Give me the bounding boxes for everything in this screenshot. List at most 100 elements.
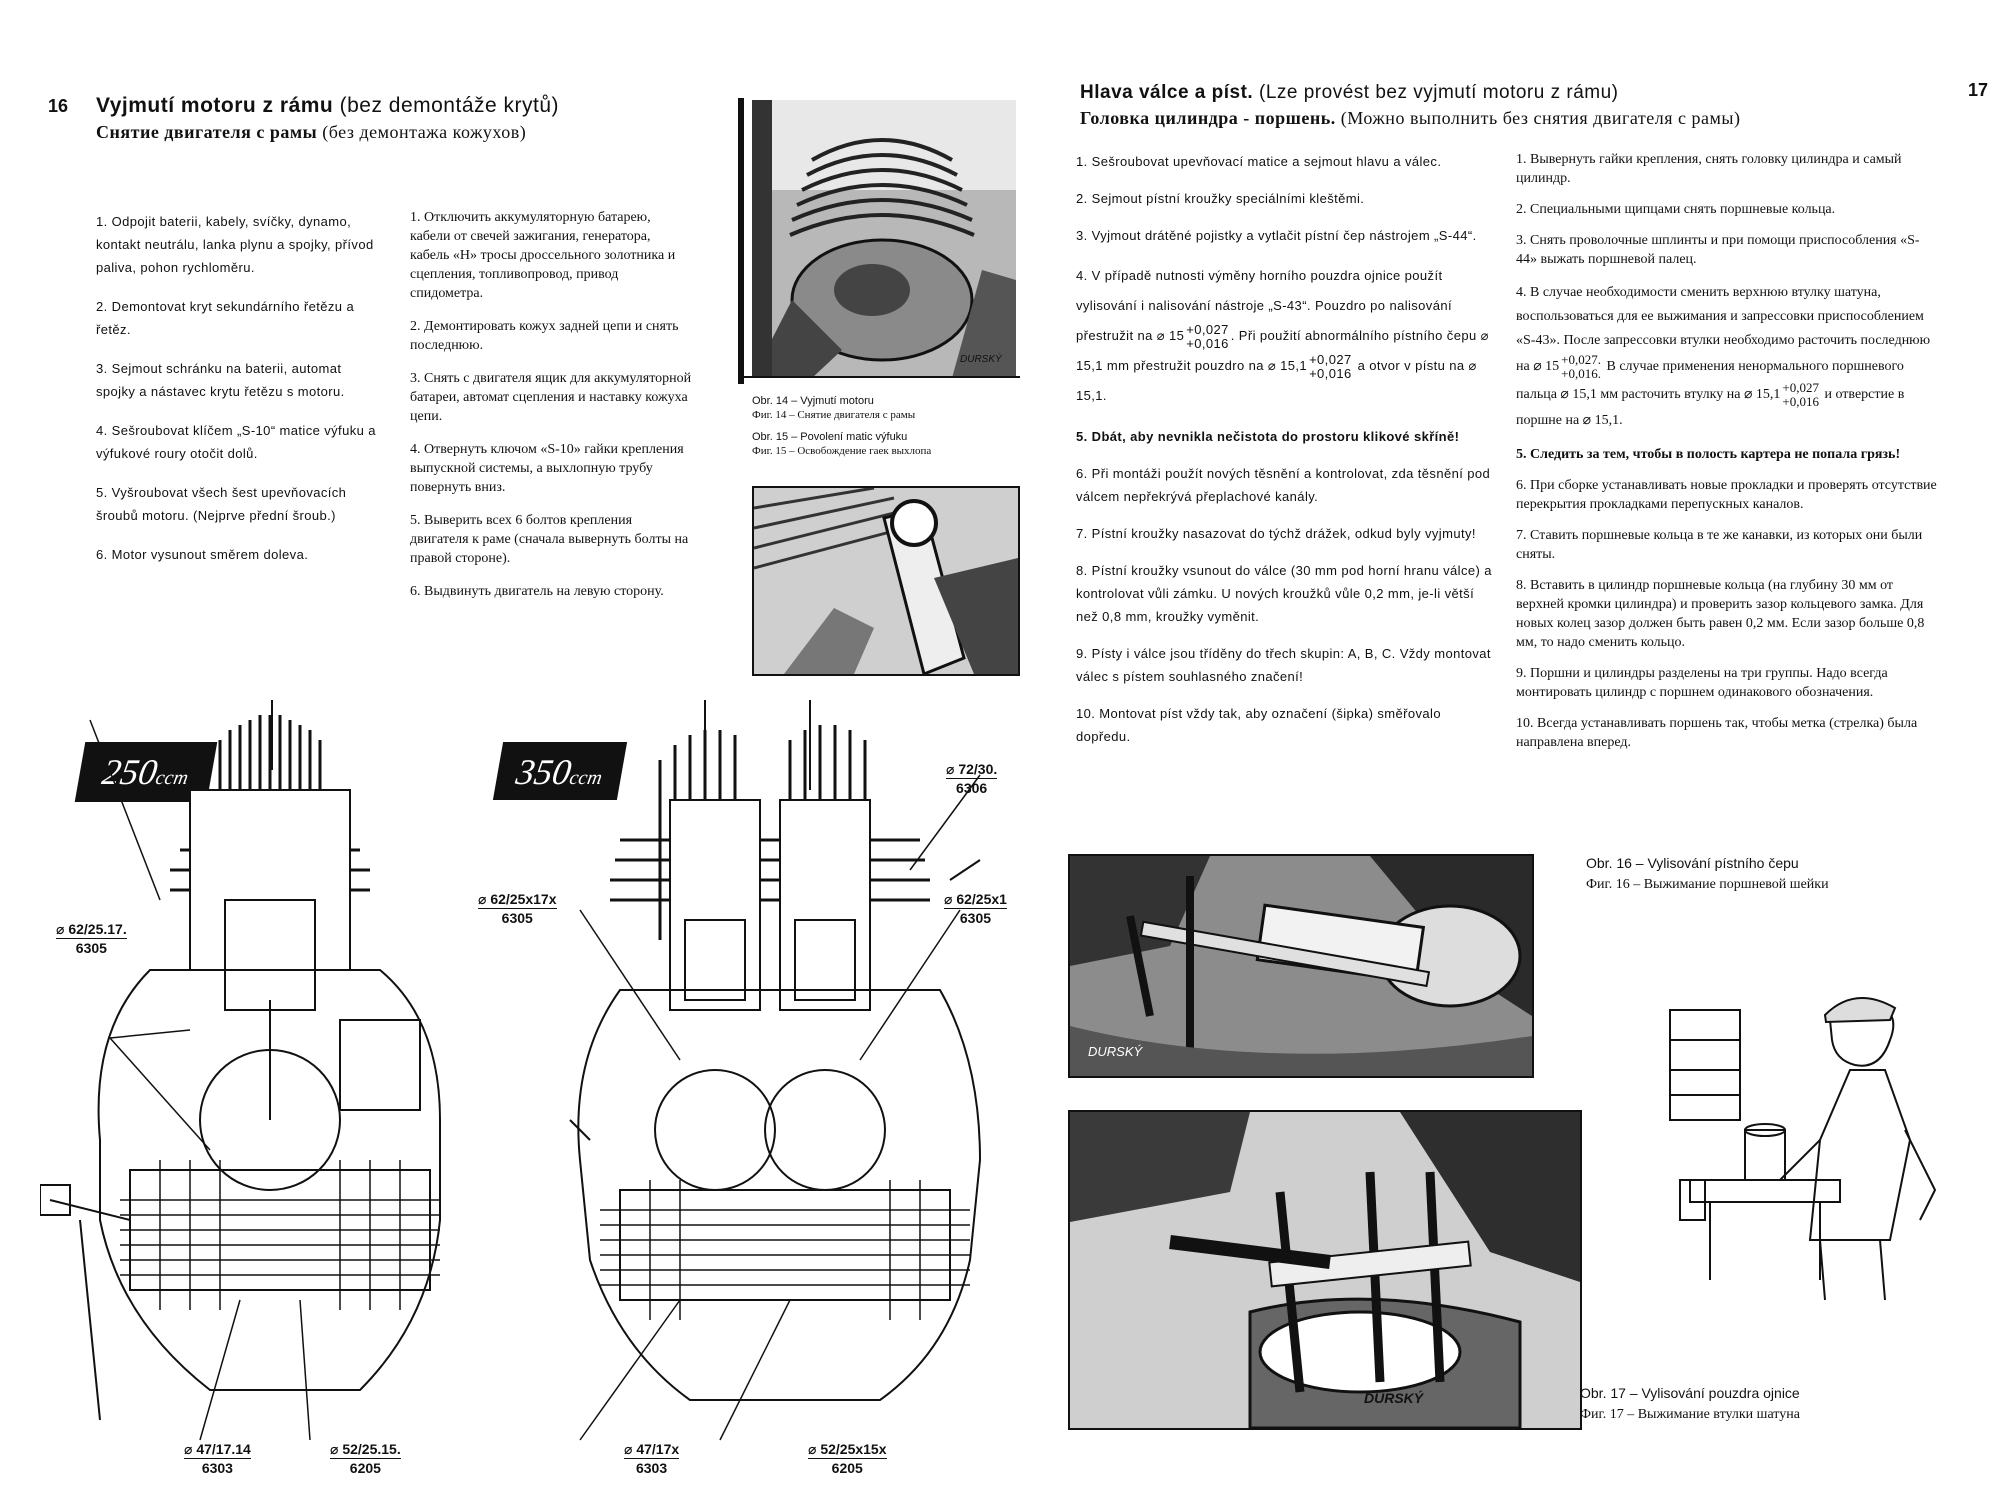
right-cz-item-9: 9. Písty i válce jsou tříděny do třech s…	[1076, 646, 1491, 684]
right-ru-item-6: 6. При сборке устанавливать новые прокла…	[1516, 478, 1937, 512]
right-cz-item-5: 5. Dbát, aby nevnikla nečistota do prost…	[1076, 429, 1460, 444]
left-title-cz-sub: (bez demontáže krytů)	[339, 94, 560, 117]
right-title-cz: Hlava válce a píst. (Lze provést bez vyj…	[1080, 82, 1619, 104]
left-cz-item-4: 4. Sešroubovat klíčem „S-10“ matice výfu…	[96, 423, 376, 461]
engine350-dim-bottom-right-value: ⌀ 52/25x15x	[808, 1441, 887, 1457]
engine350-dim-bottom-left-value: ⌀ 47/17x	[624, 1441, 680, 1457]
right-cz-item-4-part2: . Při použití abnormálního pístního čepu…	[1076, 328, 1489, 373]
left-ru-item-4: 4. Отвернуть ключом «S-10» гайки креплен…	[410, 442, 684, 495]
right-title-ru: Головка цилиндра - поршень. (Можно выпол…	[1080, 108, 1740, 129]
right-page-number: 17	[1968, 80, 1989, 100]
engine350-dim-left: ⌀ 62/25x17x 6305	[478, 890, 557, 927]
left-cz-item-5: 5. Vyšroubovat všech šest upevňovacích š…	[96, 485, 347, 523]
right-cz-tol2-top: +0,027	[1309, 351, 1352, 367]
right-ru-tol2-bot: +0,016	[1782, 394, 1819, 409]
right-ru-item-4: 4. В случае необходимости сменить верхню…	[1516, 281, 1940, 433]
right-cz-tol1-top: +0,027	[1186, 321, 1229, 337]
left-instructions-cz: 1. Odpojit baterii, kabely, svíčky, dyna…	[96, 210, 378, 566]
right-cz-tol2-bot: +0,016	[1309, 365, 1352, 381]
engine350-dim-left-code: 6305	[478, 908, 557, 927]
left-instructions-ru: 1. Отключить аккумуляторную батарею, каб…	[410, 208, 692, 601]
left-ru-item-1: 1. Отключить аккумуляторную батарею, каб…	[410, 210, 676, 301]
fig17-caption-ru: Фиг. 17 – Выжимание втулки шатуна	[1580, 1407, 1800, 1422]
right-instructions-ru: 1. Вывернуть гайки крепления, снять голо…	[1516, 150, 1940, 752]
right-instructions-cz: 1. Sešroubovat upevňovací matice a sejmo…	[1076, 150, 1496, 748]
fig17-conrod-bush-press-illustration	[1070, 1112, 1580, 1428]
left-title-cz: Vyjmutí motoru z rámu (bez demontáže kry…	[96, 94, 559, 118]
left-ru-item-3: 3. Снять с двигателя ящик для аккумулято…	[410, 371, 692, 424]
fig14-caption-cz: Obr. 14 – Vyjmutí motoru	[752, 395, 874, 407]
right-ru-tolerance-1: +0,027.+0,016.	[1561, 353, 1601, 381]
engine350-dim-bottom-right: ⌀ 52/25x15x 6205	[808, 1440, 887, 1477]
right-ru-item-8: 8. Вставить в цилиндр поршневые кольца (…	[1516, 578, 1925, 650]
left-ru-item-5: 5. Выверить всех 6 болтов крепления двиг…	[410, 513, 689, 566]
engine250-dim-bottom-right: ⌀ 52/25.15. 6205	[330, 1440, 401, 1477]
right-ru-item-2: 2. Специальными щипцами снять поршневые …	[1516, 202, 1836, 217]
fig17-photo	[1068, 1110, 1582, 1430]
engine250-dim-bottom-left: ⌀ 47/17.14 6303	[184, 1440, 251, 1477]
engine350-dim-bottom-right-code: 6205	[808, 1458, 887, 1477]
engine350-dim-bottom-left: ⌀ 47/17x 6303	[624, 1440, 680, 1477]
fig16-photo	[1068, 854, 1534, 1078]
right-ru-tol1-top: +0,027.	[1561, 352, 1601, 367]
left-title-ru-main: Снятие двигателя с рамы	[96, 122, 318, 142]
right-ru-item-9: 9. Поршни и цилиндры разделены на три гр…	[1516, 666, 1888, 700]
right-cz-item-4: 4. V případě nutnosti výměny horního pou…	[1076, 261, 1496, 411]
engine250-dim-bottom-right-code: 6205	[330, 1458, 401, 1477]
engine-350-cross-section	[569, 700, 982, 1441]
fig15-photo	[752, 486, 1020, 676]
left-cz-item-1: 1. Odpojit baterii, kabely, svíčky, dyna…	[96, 214, 374, 275]
mechanic-cartoon-sketch	[1669, 997, 1937, 1300]
fig16-caption: Obr. 16 – Vylisování pístního čepu Фиг. …	[1586, 852, 1829, 896]
left-ru-item-6: 6. Выдвинуть двигатель на левую сторону.	[410, 584, 664, 599]
fig16-piston-pin-press-illustration	[1070, 856, 1532, 1076]
right-cz-item-4-d2: ⌀ 15,1	[1267, 358, 1308, 373]
fig14-photo	[752, 100, 1016, 378]
left-cz-item-3: 3. Sejmout schránku na baterii, automat …	[96, 361, 345, 399]
right-ru-item-4-part3: и отверстие в поршне на ⌀ 15,1.	[1516, 387, 1905, 428]
fig14-caption: Obr. 14 – Vyjmutí motoru Фиг. 14 – Сняти…	[752, 394, 1012, 458]
right-cz-tolerance-1: +0,027+0,016	[1186, 321, 1229, 351]
right-ru-tol1-bot: +0,016.	[1561, 366, 1601, 381]
engine350-dim-bottom-left-code: 6303	[624, 1458, 680, 1477]
right-cz-tolerance-2: +0,027+0,016	[1309, 351, 1352, 381]
right-title-cz-main: Hlava válce a píst.	[1080, 82, 1254, 103]
fig14-frame-edge	[738, 98, 744, 384]
right-cz-item-4-d1: ⌀ 15	[1156, 328, 1185, 343]
left-ru-item-2: 2. Демонтировать кожух задней цепи и сня…	[410, 319, 679, 353]
right-ru-item-4-part1: 4. В случае необходимости сменить верхню…	[1516, 285, 1931, 375]
right-ru-item-7: 7. Ставить поршневые кольца в те же кана…	[1516, 528, 1923, 562]
right-title-cz-sub: (Lze provést bez vyjmutí motoru z rámu)	[1259, 82, 1619, 103]
right-cz-item-4-part1: 4. V případě nutnosti výměny horního pou…	[1076, 268, 1452, 343]
left-cz-item-6: 6. Motor vysunout směrem doleva.	[96, 547, 309, 562]
fig14-frame-bottom	[738, 376, 1020, 378]
right-cz-item-6: 6. Při montáži použít nových těsnění a k…	[1076, 466, 1491, 504]
left-title-ru-sub: (без демонтажа кожухов)	[322, 122, 527, 142]
right-ru-tol2-top: +0,027	[1782, 380, 1819, 395]
engine350-dim-right: ⌀ 62/25x1 6305	[944, 890, 1007, 927]
left-title-ru: Снятие двигателя с рамы (без демонтажа к…	[96, 122, 526, 143]
right-cz-item-1: 1. Sešroubovat upevňovací matice a sejmo…	[1076, 154, 1442, 169]
fig14-caption-ru: Фиг. 14 – Снятие двигателя с рамы	[752, 409, 916, 421]
engine250-dim-bottom-left-code: 6303	[184, 1458, 251, 1477]
fig14-signature: DURSKÝ	[960, 354, 1002, 365]
fig16-caption-ru: Фиг. 16 – Выжимание поршневой шейки	[1586, 877, 1829, 892]
engine350-dim-top-right: ⌀ 72/30. 6306	[946, 760, 998, 797]
engine-250-cross-section	[40, 700, 441, 1441]
engine250-dim-left: ⌀ 62/25.17. 6305	[56, 920, 127, 957]
engine250-dim-left-code: 6305	[56, 938, 127, 957]
left-page-number: 16	[48, 96, 69, 116]
right-ru-item-5: 5. Следить за тем, чтобы в полость карте…	[1516, 447, 1901, 462]
right-cz-item-4-part3: a otvor v pístu na ⌀ 15,1.	[1076, 358, 1477, 403]
right-title-ru-sub: (Можно выполнить без снятия двигателя с …	[1340, 108, 1741, 128]
right-ru-item-4-part2: В случае применения ненормального поршне…	[1516, 359, 1904, 403]
right-cz-item-7: 7. Pístní kroužky nasazovat do týchž drá…	[1076, 526, 1476, 541]
fig16-caption-cz: Obr. 16 – Vylisování pístního čepu	[1586, 855, 1799, 871]
right-ru-item-1: 1. Вывернуть гайки крепления, снять голо…	[1516, 152, 1902, 186]
right-title-ru-main: Головка цилиндра - поршень.	[1080, 108, 1336, 128]
fig17-caption-cz: Obr. 17 – Vylisování pouzdra ojnice	[1580, 1385, 1800, 1401]
fig15-caption-ru: Фиг. 15 – Освобождение гаек выхлопа	[752, 445, 932, 457]
engine250-dim-bottom-right-value: ⌀ 52/25.15.	[330, 1441, 401, 1457]
fig16-signature: DURSKÝ	[1088, 1044, 1143, 1059]
right-ru-tolerance-2: +0,027+0,016	[1782, 381, 1819, 409]
